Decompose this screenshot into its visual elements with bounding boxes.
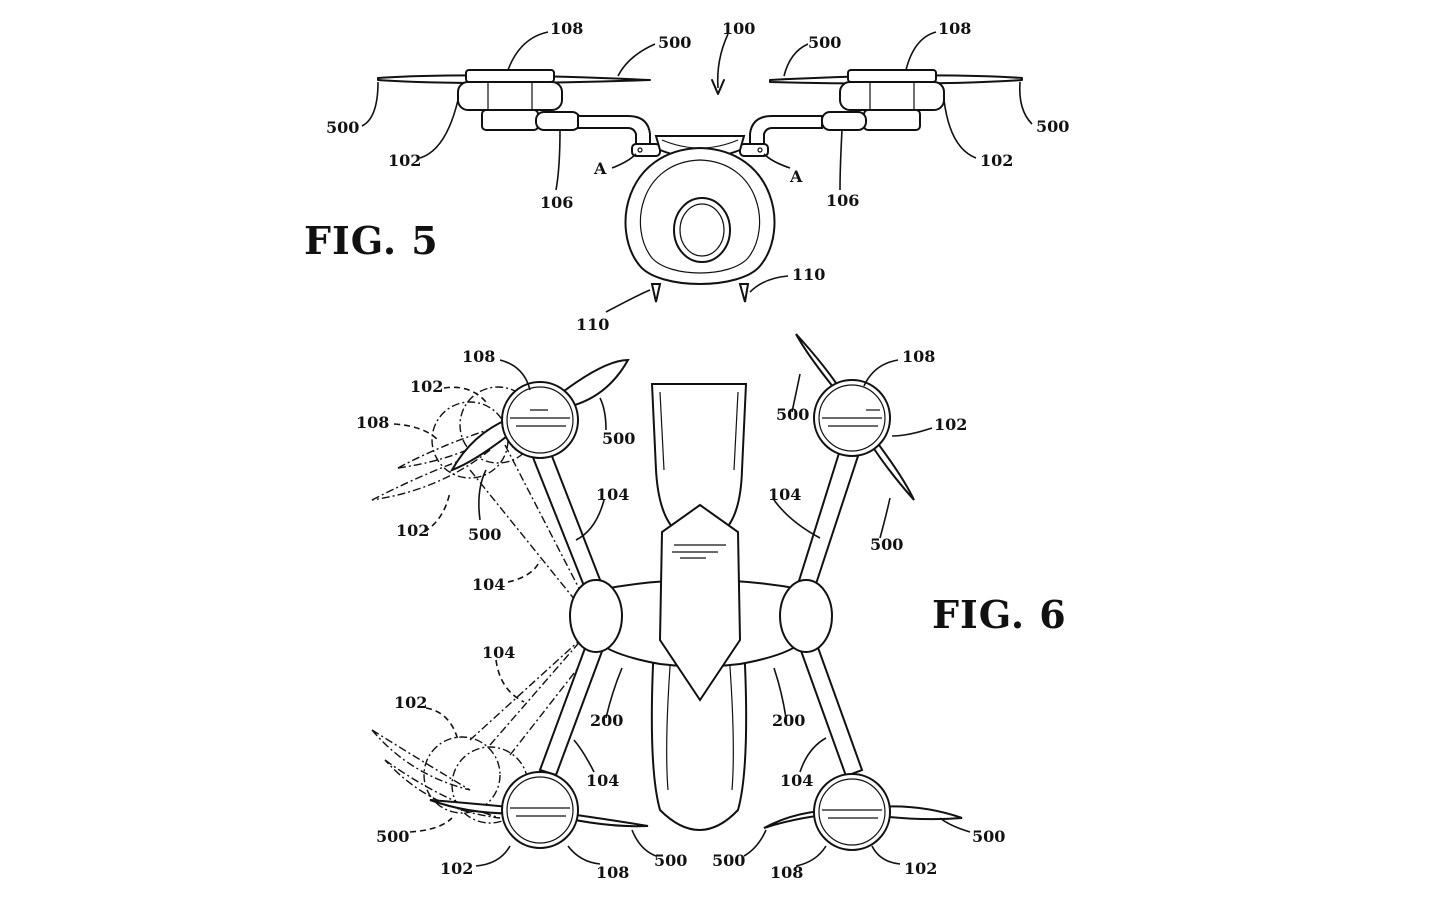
fig5-right-arm <box>749 115 823 145</box>
label-500-tr-low: 500 <box>870 535 903 554</box>
label-104-tr: 104 <box>768 485 801 504</box>
label-500-right: 500 <box>1036 117 1069 136</box>
fig5-skid-right <box>738 283 750 303</box>
label-500-left: 500 <box>326 118 359 137</box>
label-500-top-left: 500 <box>658 33 691 52</box>
label-110-bottom: 110 <box>576 315 609 334</box>
label-500-top-right: 500 <box>808 33 841 52</box>
label-106-left: 106 <box>540 193 573 212</box>
label-500-bl-ghost: 500 <box>376 827 409 846</box>
label-200-right: 200 <box>772 711 805 730</box>
label-102-bl-ghost: 102 <box>394 693 427 712</box>
fig6-pod-left <box>569 579 623 653</box>
label-102-tr: 102 <box>934 415 967 434</box>
label-108-right: 108 <box>938 19 971 38</box>
fig6-arm-br <box>798 640 864 778</box>
fig6-leaders <box>393 359 971 867</box>
fig5-skid-left <box>650 283 662 303</box>
fig6-labels: 108 102 108 500 102 500 104 104 108 500 … <box>356 347 1067 882</box>
fig5-left-propeller <box>377 74 651 84</box>
fig5-drawing <box>377 69 1023 303</box>
fig6-rotor-bl <box>429 771 649 849</box>
label-104-ghost: 104 <box>472 575 505 594</box>
label-102-right: 102 <box>980 151 1013 170</box>
label-108-ghost: 108 <box>356 413 389 432</box>
label-108-br: 108 <box>770 863 803 882</box>
fig5-right-pod <box>821 69 945 131</box>
label-a-right: A <box>789 167 803 186</box>
label-500-tr: 500 <box>776 405 809 424</box>
label-500-ghost-low: 500 <box>468 525 501 544</box>
label-104-tl: 104 <box>596 485 629 504</box>
label-106-right: 106 <box>826 191 859 210</box>
label-500-tl: 500 <box>602 429 635 448</box>
label-500-br: 500 <box>972 827 1005 846</box>
fig6-rotor-br <box>763 773 963 851</box>
label-108-tr: 108 <box>902 347 935 366</box>
fig6-rotor-tl <box>449 358 630 472</box>
label-102-tl-ghost: 102 <box>410 377 443 396</box>
label-102-ghost-low: 102 <box>396 521 429 540</box>
label-200-left: 200 <box>590 711 623 730</box>
label-104-br: 104 <box>780 771 813 790</box>
label-108-tl: 108 <box>462 347 495 366</box>
label-a-left: A <box>593 159 607 178</box>
label-110-right: 110 <box>792 265 825 284</box>
fig6-canopy <box>658 503 742 702</box>
label-108-left: 108 <box>550 19 583 38</box>
label-102-left: 102 <box>388 151 421 170</box>
label-102-br: 102 <box>904 859 937 878</box>
fig5-leaders <box>361 31 1033 313</box>
fig5-title: FIG. 5 <box>304 218 439 263</box>
label-102-bl: 102 <box>440 859 473 878</box>
fig6-drawing <box>371 333 963 851</box>
fig5-fuselage <box>624 146 776 285</box>
fig6-title: FIG. 6 <box>932 592 1067 637</box>
fig5-left-arm <box>577 115 651 145</box>
label-100: 100 <box>722 19 755 38</box>
fig6-rotor-tr <box>795 333 915 501</box>
fig6-pod-right <box>779 579 833 653</box>
fig6-arm-tl <box>528 444 606 598</box>
label-108-bl: 108 <box>596 863 629 882</box>
fig6-arm-bl <box>538 638 606 777</box>
label-104-ghost-bl: 104 <box>482 643 515 662</box>
fig6-arm-tr <box>796 448 860 592</box>
fig5-labels: 100 108 500 500 108 500 500 102 102 106 … <box>304 19 1069 334</box>
label-500-bl: 500 <box>654 851 687 870</box>
fig5-left-pod <box>457 69 581 131</box>
label-104-bl: 104 <box>586 771 619 790</box>
label-500-br-left: 500 <box>712 851 745 870</box>
